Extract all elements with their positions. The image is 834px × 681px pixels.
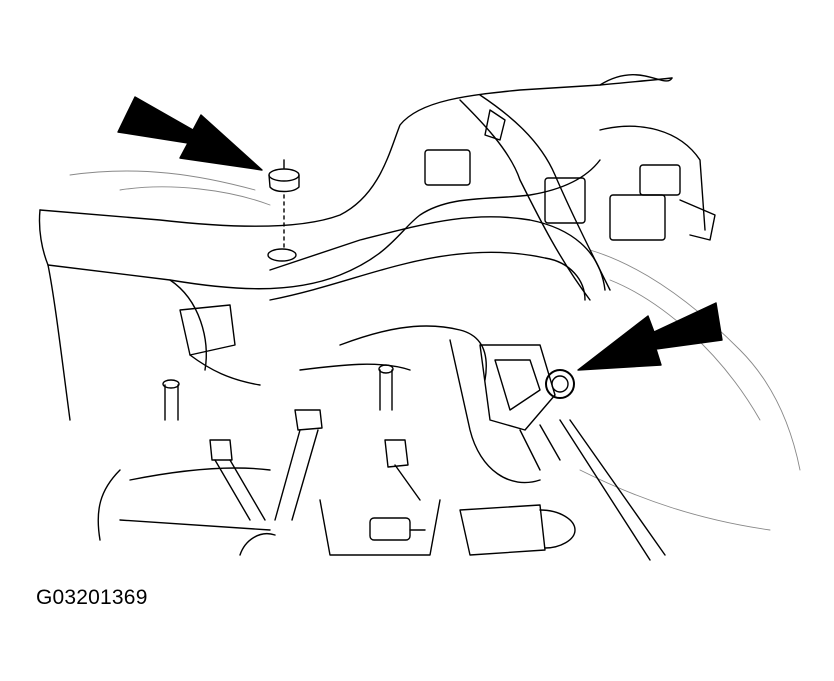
upper-left-arrow — [117, 96, 263, 171]
right-arrow — [577, 302, 723, 371]
intake-tube — [38, 74, 673, 421]
sensor-housing — [479, 344, 561, 471]
bolt — [545, 369, 575, 399]
studs — [162, 364, 409, 468]
electrical-connectors — [424, 109, 716, 241]
figure-id-label: G03201369 — [36, 586, 148, 609]
nut — [267, 159, 300, 262]
lower-linkage — [97, 419, 666, 561]
upper-hose — [269, 94, 611, 301]
mount-bracket — [179, 304, 541, 484]
callout-arrows — [117, 96, 723, 371]
background-contours — [69, 170, 801, 531]
